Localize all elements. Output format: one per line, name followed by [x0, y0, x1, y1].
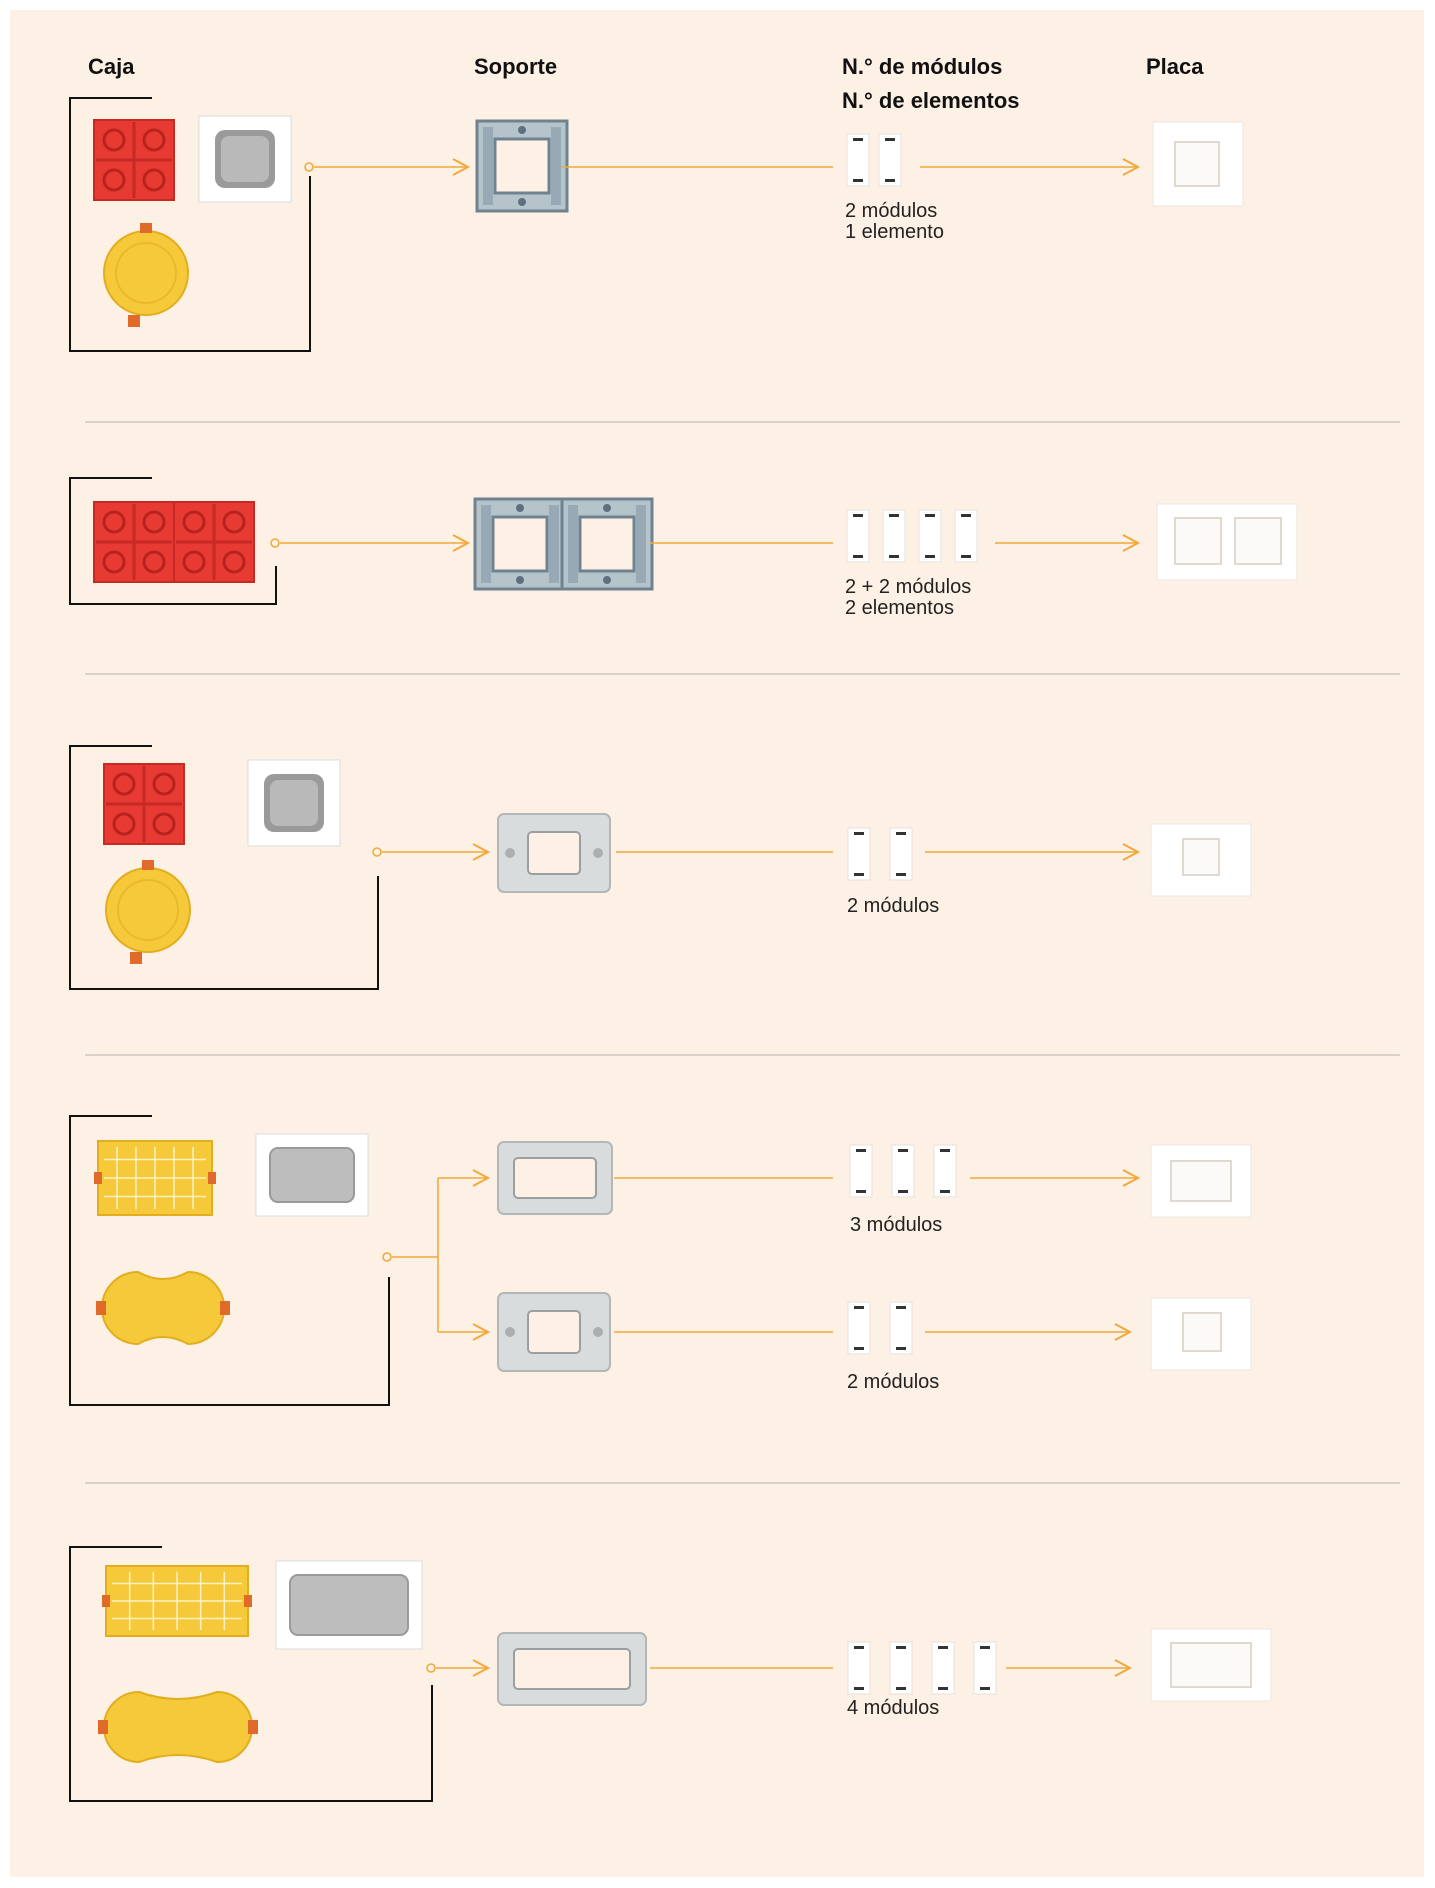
yellow-double-round-box-icon: [96, 1270, 230, 1346]
cover-plate-icon: [1152, 121, 1244, 207]
module-icon: [891, 1144, 915, 1198]
header-elementos: N.° de elementos: [842, 88, 1020, 113]
module-icon: [931, 1641, 955, 1695]
row4-label-modules: 3 módulos: [850, 1214, 943, 1236]
row3-connector: [372, 847, 382, 857]
module-icon: [882, 509, 906, 563]
module-icon: [847, 1301, 871, 1355]
cover-plate-icon: [1150, 823, 1252, 897]
white-square-box-icon: [198, 115, 292, 203]
row6-bracket: [69, 1546, 433, 1802]
diagram-canvas: [69, 97, 1400, 1802]
plastic-rect-support-icon: [497, 1292, 611, 1372]
module-icon: [878, 133, 902, 187]
plastic-rect-support-icon: [497, 813, 611, 893]
module-icon: [847, 827, 871, 881]
diagram-panel: Caja Soporte N.° de módulos N.° de eleme…: [10, 10, 1424, 1877]
row1-label-modules: 2 módulos: [845, 200, 938, 222]
yellow-round-box-icon: [105, 859, 191, 965]
header-modulos: N.° de módulos: [842, 54, 1003, 79]
module-icon: [847, 1641, 871, 1695]
metal-square-support-icon: [473, 497, 567, 591]
row1-connector: [304, 162, 314, 172]
yellow-round-box-icon: [103, 222, 189, 328]
white-rectangular-box-icon: [255, 1133, 369, 1217]
module-icon: [889, 1641, 913, 1695]
module-icon: [846, 133, 870, 187]
module-icon: [889, 1301, 913, 1355]
yellow-double-round-box-icon: [98, 1690, 258, 1764]
red-square-box-icon: [92, 500, 176, 584]
red-square-box-icon: [172, 500, 256, 584]
yellow-rectangular-box-icon: [102, 1565, 252, 1637]
row6-label-modules: 4 módulos: [847, 1697, 940, 1719]
header-placa: Placa: [1146, 54, 1204, 79]
white-rectangular-box-icon: [275, 1560, 423, 1650]
module-icon: [954, 509, 978, 563]
row1-bracket: [69, 97, 311, 352]
row2-connector: [270, 538, 280, 548]
cover-plate-icon: [1150, 1628, 1272, 1702]
row2-label-elements: 2 elementos: [845, 597, 954, 619]
metal-square-support-icon: [560, 497, 654, 591]
row3-label-modules: 2 módulos: [847, 895, 940, 917]
metal-square-support-icon: [475, 119, 569, 213]
row4-bracket: [69, 1115, 390, 1406]
cover-plate-icon: [1150, 1297, 1252, 1371]
row2-label-modules: 2 + 2 módulos: [845, 576, 972, 598]
red-square-box-icon: [92, 118, 176, 202]
module-icon: [973, 1641, 997, 1695]
plastic-rect-support-icon: [497, 1632, 647, 1706]
header-soporte: Soporte: [474, 54, 558, 79]
plastic-rect-support-icon: [497, 1141, 613, 1215]
module-icon: [849, 1144, 873, 1198]
row2-bracket: [69, 477, 277, 605]
cover-plate-icon: [1150, 1144, 1252, 1218]
header-caja: Caja: [88, 54, 135, 79]
white-square-box-icon: [247, 759, 341, 847]
row5-label-modules: 2 módulos: [847, 1371, 940, 1393]
row1-label-elements: 1 elemento: [845, 221, 944, 243]
module-icon: [933, 1144, 957, 1198]
yellow-rectangular-box-icon: [94, 1140, 216, 1216]
module-icon: [889, 827, 913, 881]
cover-plate-icon: [1156, 503, 1298, 581]
module-icon: [918, 509, 942, 563]
row4-connector: [382, 1252, 392, 1262]
row6-connector: [426, 1663, 436, 1673]
red-square-box-icon: [102, 762, 186, 846]
row3-bracket: [69, 745, 379, 990]
module-icon: [846, 509, 870, 563]
